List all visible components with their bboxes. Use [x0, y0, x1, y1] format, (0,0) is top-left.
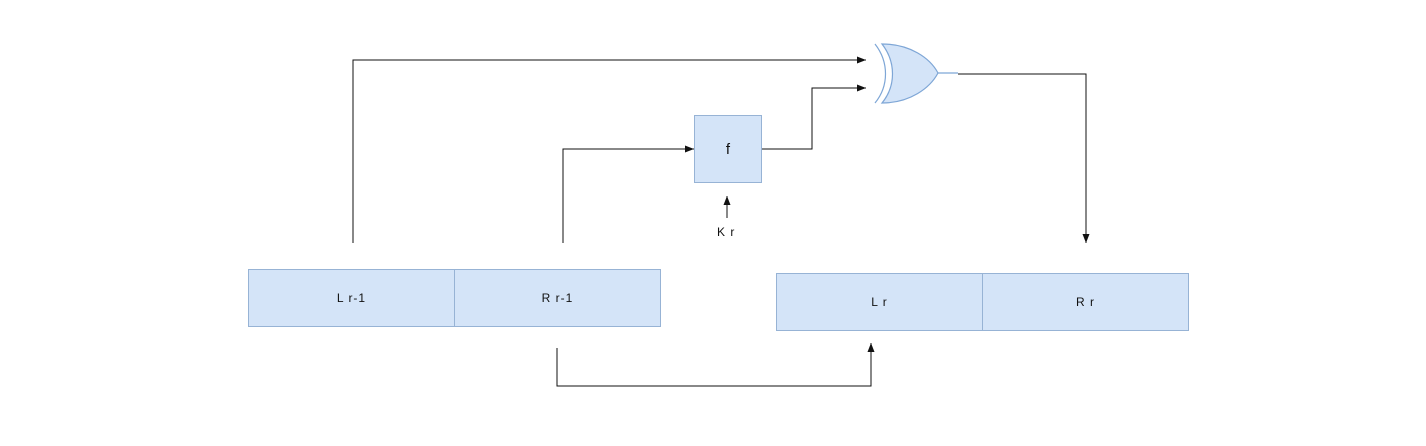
connector-xor-to-right-next: [958, 73, 1090, 243]
function-label: f: [725, 140, 731, 158]
function-box: f: [694, 115, 762, 183]
block-left-next: L r: [776, 273, 983, 331]
connector-right-prev-to-left-next: [556, 343, 875, 387]
connector-right-to-f: [562, 145, 694, 243]
connector-left-to-xor: [352, 56, 866, 243]
block-right-prev: R r-1: [454, 269, 661, 327]
block-right-next-label: R r: [1076, 295, 1095, 309]
key-label: K r: [717, 225, 736, 239]
block-left-next-label: L r: [871, 295, 888, 309]
block-right-next: R r: [982, 273, 1189, 331]
block-right-prev-label: R r-1: [541, 291, 574, 305]
block-left-prev: L r-1: [248, 269, 455, 327]
connector-f-to-xor: [761, 84, 866, 150]
xor-gate-icon: [874, 43, 958, 104]
block-left-prev-label: L r-1: [336, 291, 367, 305]
